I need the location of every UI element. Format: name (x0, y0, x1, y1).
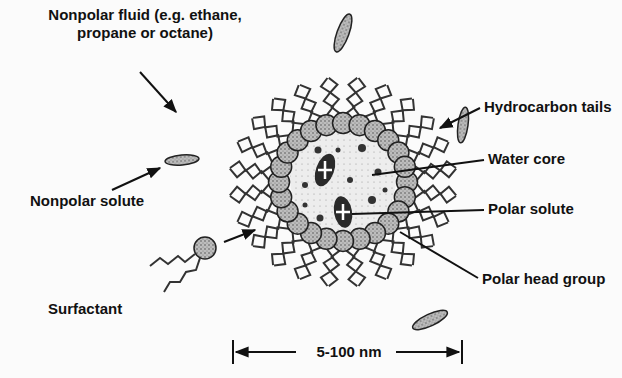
hydrocarbon-tail (238, 137, 278, 154)
hydrocarbon-tail (272, 232, 294, 265)
hydrocarbon-tail (295, 242, 312, 279)
hydrocarbon-tail (321, 248, 333, 286)
hydrocarbon-tail (274, 240, 304, 265)
hydrocarbon-tail (374, 85, 391, 122)
dimension-label: 5-100 nm (313, 343, 384, 361)
hydrocarbon-tail (415, 191, 456, 203)
hydrocarbon-tail (346, 78, 358, 114)
hydrocarbon-tail (230, 161, 271, 173)
hydrocarbon-tail (230, 191, 271, 203)
hydrocarbon-tail (417, 169, 456, 180)
head-group-label: Polar head group (482, 270, 605, 288)
hydrocarbon-tail (382, 240, 412, 265)
hydrocarbon-tail (321, 78, 333, 116)
core-label: Water core (488, 150, 565, 168)
solute-label: Nonpolar solute (30, 192, 144, 210)
dimension-line (233, 340, 462, 364)
hydrocarbon-tail (365, 247, 386, 279)
free-surfactant (150, 237, 216, 292)
hydrocarbon-tail (417, 184, 456, 195)
hydrocarbon-tail (253, 227, 289, 247)
reverse-micelle (230, 78, 456, 286)
surfactant-label: Surfactant (48, 300, 122, 318)
hydrocarbon-tail (272, 99, 294, 132)
hydrocarbon-tail (392, 232, 414, 265)
hydrocarbon-tail (237, 202, 272, 222)
fluid-label: Nonpolar fluid (e.g. ethane, propane or … (20, 6, 270, 42)
hydrocarbon-tail (353, 78, 365, 116)
hydrocarbon-tail (329, 78, 341, 114)
hydrocarbon-tail (397, 116, 433, 136)
polar-solute (311, 151, 355, 229)
hydrocarbon-tail (300, 85, 321, 117)
tails-label: Hydrocarbon tails (484, 98, 612, 116)
hydrocarbon-tail (252, 218, 280, 246)
hydrocarbon-tail (329, 250, 341, 286)
polar-solute-label: Polar solute (488, 200, 574, 218)
hydrocarbon-tail (252, 118, 280, 146)
polar-head (394, 156, 415, 177)
hydrocarbon-tail (230, 184, 269, 195)
hydrocarbon-tail (406, 218, 434, 246)
hydrocarbon-tail (406, 118, 434, 146)
hydrocarbon-tail (230, 169, 269, 180)
hydrocarbon-tail (274, 99, 304, 124)
hydrocarbon-tail (414, 142, 449, 162)
hydrocarbon-tail (392, 99, 414, 132)
nonpolar-solutes (165, 12, 471, 333)
hydrocarbon-tails (230, 78, 456, 286)
hydrocarbon-tail (382, 99, 412, 124)
hydrocarbon-tail (346, 250, 358, 286)
hydrocarbon-tail (353, 248, 365, 286)
polar-head-groups (269, 113, 418, 252)
leader-lines (112, 72, 484, 278)
